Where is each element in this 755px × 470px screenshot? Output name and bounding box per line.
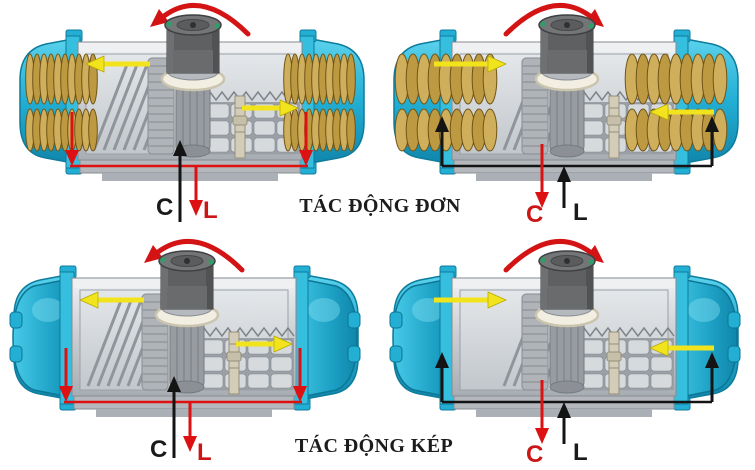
piston-motion-arrow-right xyxy=(649,103,714,121)
actuator-illustration xyxy=(393,2,739,208)
diagram-spring-return-spring-stroke: C L xyxy=(380,0,748,232)
port-label-c: C xyxy=(150,436,168,463)
return-springs xyxy=(25,53,356,152)
port-label-c: C xyxy=(526,201,544,228)
port-label-l: L xyxy=(573,199,588,226)
port-c-arrow-up xyxy=(167,376,181,458)
pinion-shaft xyxy=(160,14,226,158)
port-l-arrow-up xyxy=(557,166,571,208)
diagram-double-acting-close-stroke: C L xyxy=(380,236,748,468)
diagram-spring-return-air-stroke: C L xyxy=(6,0,374,232)
piston-motion-arrow-right xyxy=(242,99,299,117)
piston-motion-arrow-right xyxy=(649,339,714,357)
pinion-shaft xyxy=(154,250,220,394)
port-label-l: L xyxy=(203,197,218,224)
side-flow-arrow-down xyxy=(59,348,73,402)
port-label-c: C xyxy=(526,441,544,468)
side-flow-arrow-down xyxy=(299,112,313,166)
port-label-c: C xyxy=(156,194,174,221)
pinion-shaft xyxy=(534,14,600,158)
side-flow-arrow-up xyxy=(705,352,719,402)
rotation-arrow-ccw xyxy=(144,238,245,273)
actuator-illustration xyxy=(389,238,741,444)
housing-flanges xyxy=(59,265,311,411)
actuator-illustration xyxy=(19,2,365,222)
piston-motion-arrow-right xyxy=(236,335,293,353)
piston-motion-arrow-left xyxy=(85,55,150,73)
port-l-arrow-down xyxy=(189,166,203,216)
side-flow-arrow-up xyxy=(705,116,719,166)
piston-motion-arrow-left xyxy=(79,291,144,309)
pinion-shaft xyxy=(534,250,600,394)
rotation-arrow-ccw xyxy=(150,2,251,37)
port-c-arrow-up xyxy=(173,140,187,222)
port-l-arrow-down xyxy=(183,402,197,452)
port-label-l: L xyxy=(573,439,588,466)
piston-motion-arrow-left xyxy=(434,55,507,73)
port-label-l: L xyxy=(197,439,212,466)
port-c-arrow-down xyxy=(535,144,549,208)
side-flow-arrow-down xyxy=(293,348,307,402)
side-flow-arrow-up xyxy=(435,116,449,166)
side-flow-arrow-down xyxy=(65,112,79,166)
piston-motion-arrow-left xyxy=(434,291,507,309)
section-title-double-acting: TÁC ĐỘNG KÉP xyxy=(294,435,454,457)
housing-flanges xyxy=(439,265,691,411)
port-c-arrow-down xyxy=(535,380,549,444)
section-title-single-acting: TÁC ĐỘNG ĐƠN xyxy=(299,195,461,217)
side-flow-arrow-up xyxy=(435,352,449,402)
port-l-arrow-up xyxy=(557,402,571,444)
diagram-double-acting-open-stroke: C L xyxy=(0,236,368,468)
actuator-illustration xyxy=(9,238,361,458)
